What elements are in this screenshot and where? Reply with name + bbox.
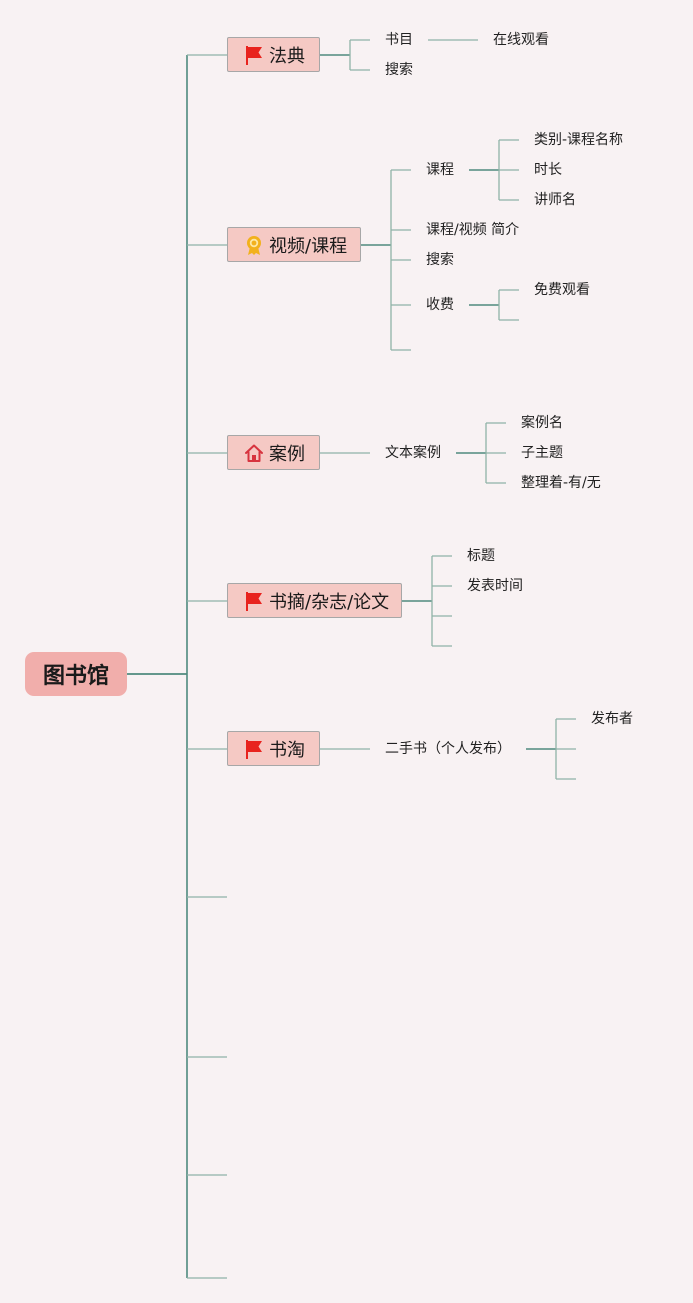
topic-digest[interactable]: 书摘/杂志/论文 xyxy=(227,583,402,618)
award-badge-icon xyxy=(247,235,261,255)
subtopic-course-lecturer[interactable]: 讲师名 xyxy=(534,192,576,208)
topic-cases[interactable]: 案例 xyxy=(227,435,320,470)
subtopic-publisher[interactable]: 发布者 xyxy=(591,711,633,727)
subtopic-case-subtopic[interactable]: 子主题 xyxy=(521,445,563,461)
subtopic-fadian-catalog[interactable]: 书目 xyxy=(385,32,413,48)
subtopic-case-name[interactable]: 案例名 xyxy=(521,415,563,431)
subtopic-course[interactable]: 课程 xyxy=(426,162,454,178)
topic-label: 视频/课程 xyxy=(269,235,348,257)
subtopic-video-search[interactable]: 搜索 xyxy=(426,252,454,268)
red-flag-icon xyxy=(246,591,262,611)
root-label: 图书馆 xyxy=(42,664,109,689)
subtopic-course-intro[interactable]: 课程/视频 简介 xyxy=(426,222,520,238)
topic-shutao[interactable]: 书淘 xyxy=(227,731,320,766)
subtopic-fee-free[interactable]: 免费观看 xyxy=(534,282,590,298)
red-flag-icon xyxy=(246,45,262,65)
topic-video-course[interactable]: 视频/课程 xyxy=(227,227,361,262)
subtopic-course-category[interactable]: 类别-课程名称 xyxy=(534,132,624,148)
house-icon xyxy=(245,444,263,462)
subtopic-digest-time[interactable]: 发表时间 xyxy=(467,578,523,594)
subtopic-digest-title[interactable]: 标题 xyxy=(467,548,495,564)
topic-label: 书淘 xyxy=(269,739,305,761)
subtopic-fadian-search[interactable]: 搜索 xyxy=(385,62,413,78)
topic-label: 法典 xyxy=(269,45,305,67)
root-node[interactable]: 图书馆 xyxy=(25,652,127,696)
red-flag-icon xyxy=(246,739,262,759)
subtopic-fadian-online[interactable]: 在线观看 xyxy=(493,32,549,48)
topic-label: 书摘/杂志/论文 xyxy=(269,591,390,613)
subtopic-secondhand[interactable]: 二手书（个人发布） xyxy=(385,741,511,757)
subtopic-course-duration[interactable]: 时长 xyxy=(534,162,562,178)
topic-fadian[interactable]: 法典 xyxy=(227,37,320,72)
subtopic-fee[interactable]: 收费 xyxy=(426,297,454,313)
subtopic-text-case[interactable]: 文本案例 xyxy=(385,445,441,461)
subtopic-case-editor[interactable]: 整理着-有/无 xyxy=(521,475,601,491)
topic-label: 案例 xyxy=(269,443,305,465)
